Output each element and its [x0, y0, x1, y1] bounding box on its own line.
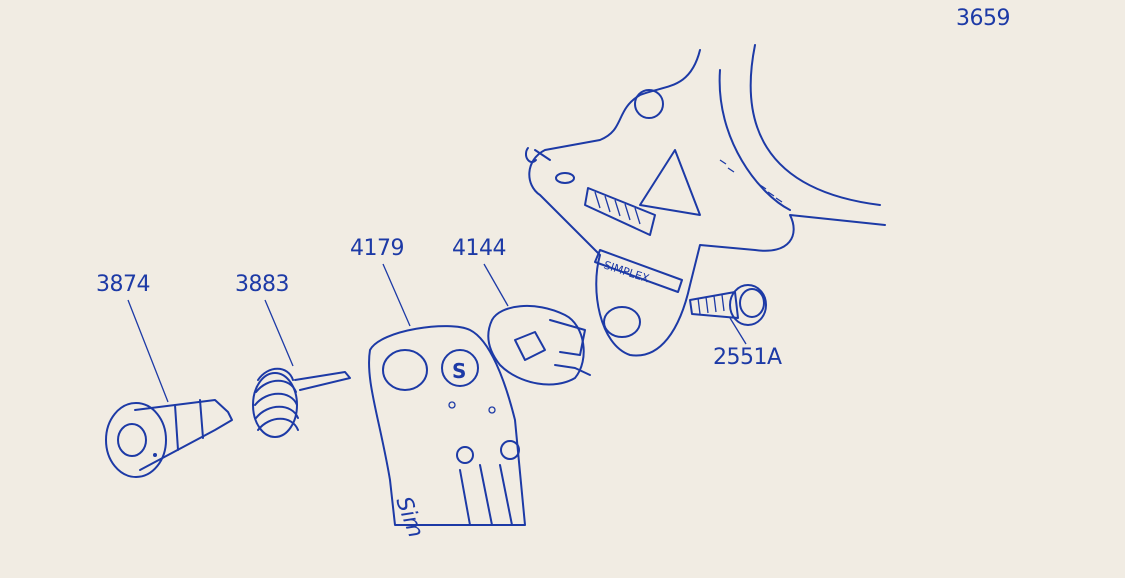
- bolt-3874: [105, 399, 233, 478]
- leader-lines: [127, 263, 747, 403]
- leader-2551a: [729, 317, 747, 345]
- screw-2551a: [689, 284, 767, 326]
- arm-4179: S Sim: [368, 325, 526, 542]
- stop-plate-4144: [487, 304, 591, 386]
- frame-dropout: SIMPLEX: [524, 44, 886, 357]
- leader-4144: [483, 263, 509, 307]
- part-label-3874: 3874: [96, 272, 151, 297]
- drawing-number: 3659: [956, 6, 1011, 31]
- part-label-2551a: 2551A: [713, 345, 782, 370]
- leader-3874: [127, 299, 169, 403]
- sim-arm-lettering: Sim: [390, 494, 428, 542]
- spring-3883: [252, 367, 351, 438]
- part-label-3883: 3883: [235, 272, 290, 297]
- part-label-4144: 4144: [452, 236, 507, 261]
- part-label-4179: 4179: [350, 236, 405, 261]
- leader-4179: [382, 263, 411, 327]
- leader-3883: [264, 299, 294, 367]
- simplex-frame-lettering: SIMPLEX: [602, 258, 651, 285]
- s-badge-lettering: S: [452, 359, 466, 383]
